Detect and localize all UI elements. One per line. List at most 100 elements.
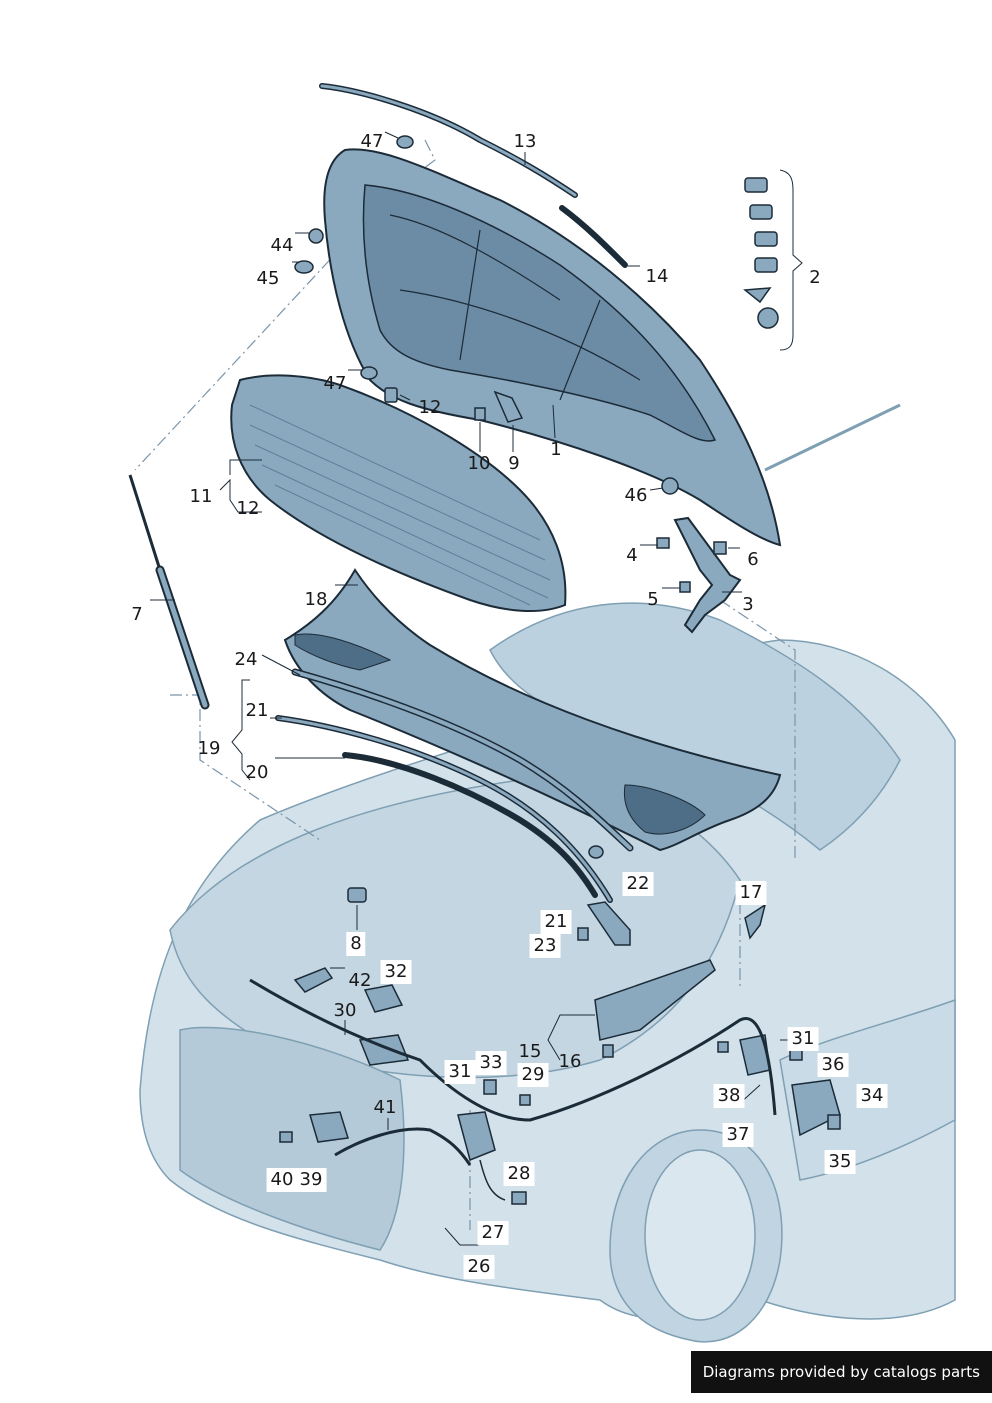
bolt-1 xyxy=(744,177,768,193)
leader-47-top xyxy=(384,131,399,139)
bracket-21 xyxy=(586,901,631,946)
bolt-4 xyxy=(754,257,778,273)
grommet-45 xyxy=(294,260,314,274)
clip-35 xyxy=(827,1114,841,1130)
leader-1 xyxy=(552,404,556,439)
label-18: 18 xyxy=(304,589,328,610)
label-11: 11 xyxy=(189,486,213,507)
label-42: 42 xyxy=(348,970,372,991)
ref-line-cowl xyxy=(719,599,796,860)
leader-11 xyxy=(219,459,262,513)
label-41: 41 xyxy=(373,1097,397,1118)
label-21-bracket: 21 xyxy=(540,910,572,934)
label-4: 4 xyxy=(626,545,638,566)
label-31-right: 31 xyxy=(787,1027,819,1051)
windshield-wiper-line xyxy=(764,403,901,472)
label-23: 23 xyxy=(529,934,561,958)
cowl-mesh-right xyxy=(623,784,706,835)
hood xyxy=(323,148,782,547)
leader-lines xyxy=(150,131,790,1246)
label-9: 9 xyxy=(508,453,520,474)
cowl-panel-body xyxy=(283,568,782,852)
leader-24 xyxy=(261,654,301,676)
label-38: 38 xyxy=(713,1084,745,1108)
leader-12-top xyxy=(399,394,411,401)
bolt-2 xyxy=(749,204,773,220)
part-8 xyxy=(347,887,367,903)
cover-32 xyxy=(363,984,404,1013)
label-47-mid: 47 xyxy=(323,373,347,394)
gas-strut-body-fill xyxy=(157,567,208,708)
buffer-47-mid xyxy=(360,366,378,380)
credit-banner: Diagrams provided by catalogs parts xyxy=(690,1351,992,1393)
label-34: 34 xyxy=(856,1084,888,1108)
label-12-bottom: 12 xyxy=(236,498,260,519)
label-35: 35 xyxy=(824,1150,856,1174)
label-10: 10 xyxy=(467,453,491,474)
label-7: 7 xyxy=(131,604,143,625)
clip-38 xyxy=(717,1041,729,1053)
label-14: 14 xyxy=(645,266,669,287)
label-8: 8 xyxy=(346,932,366,956)
striker-9 xyxy=(493,390,524,423)
hood-inner-frame xyxy=(362,184,717,442)
label-46: 46 xyxy=(624,485,648,506)
label-28: 28 xyxy=(503,1162,535,1186)
seal-24-fill xyxy=(293,670,632,850)
clip-1 xyxy=(743,287,772,304)
gas-strut-rod xyxy=(128,474,162,571)
label-37: 37 xyxy=(722,1123,754,1147)
label-15: 15 xyxy=(518,1041,542,1062)
buffer-44 xyxy=(308,228,324,244)
bolt-40 xyxy=(279,1131,293,1143)
insulation-pad xyxy=(230,374,567,613)
label-3: 3 xyxy=(742,594,754,615)
insulation-pad-lines xyxy=(249,404,551,606)
cable-41 xyxy=(334,1127,472,1166)
clip-33 xyxy=(483,1079,497,1095)
release-handle-42 xyxy=(293,967,334,993)
hood-seal-strip-2 xyxy=(559,205,628,268)
nut-6 xyxy=(713,541,727,555)
wire-27 xyxy=(479,1159,506,1201)
label-44: 44 xyxy=(270,235,294,256)
label-40: 40 xyxy=(266,1168,298,1192)
wheel-rim xyxy=(644,1149,756,1321)
buffer-47-top xyxy=(396,135,414,149)
label-33: 33 xyxy=(475,1051,507,1075)
label-31-cable: 31 xyxy=(444,1060,476,1084)
hood-rib-3 xyxy=(459,229,481,361)
label-2: 2 xyxy=(809,267,821,288)
connector-28 xyxy=(511,1191,527,1205)
leader-16 xyxy=(547,1014,595,1061)
cowl-panel xyxy=(283,568,782,852)
leader-46 xyxy=(649,487,664,491)
leader-19 xyxy=(231,679,251,781)
latch-39 xyxy=(309,1111,349,1143)
label-22: 22 xyxy=(622,872,654,896)
label-20: 20 xyxy=(245,762,269,783)
buffer-46 xyxy=(661,477,679,495)
small-parts xyxy=(279,135,841,1205)
label-5: 5 xyxy=(647,589,659,610)
label-36: 36 xyxy=(817,1053,849,1077)
label-45: 45 xyxy=(256,268,280,289)
bolt-5 xyxy=(679,581,691,593)
label-12-top: 12 xyxy=(418,397,442,418)
hinge xyxy=(673,516,742,634)
label-1: 1 xyxy=(550,439,562,460)
screw-head xyxy=(757,307,779,329)
screw-29 xyxy=(519,1094,531,1106)
seal-20 xyxy=(342,752,598,898)
label-26: 26 xyxy=(463,1255,495,1279)
clip-12 xyxy=(384,387,398,403)
seal-21-fill xyxy=(276,716,612,902)
bolt-3 xyxy=(754,231,778,247)
label-27: 27 xyxy=(477,1221,509,1245)
nut-22 xyxy=(588,845,604,859)
gas-strut xyxy=(128,474,210,710)
hood-rib-1 xyxy=(389,214,561,301)
label-13: 13 xyxy=(513,131,537,152)
label-17: 17 xyxy=(735,881,767,905)
